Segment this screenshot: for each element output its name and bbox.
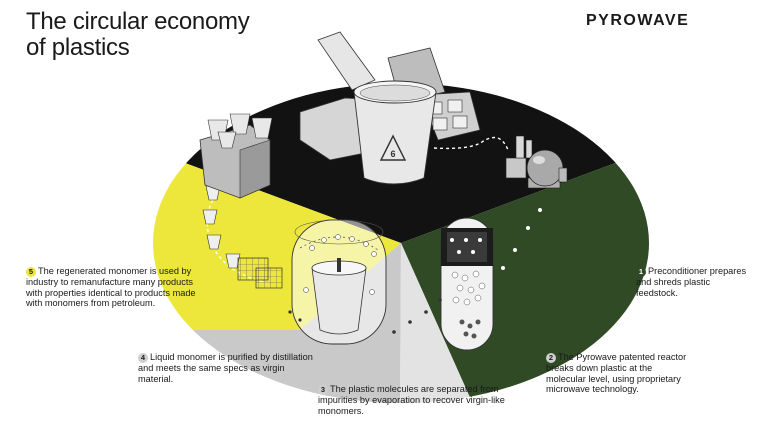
step-2-number: 2 (546, 353, 556, 363)
mesh-baskets-illustration (237, 257, 283, 289)
recycling-code: 6 (390, 149, 395, 159)
step-2-text: The Pyrowave patented reactor breaks dow… (546, 352, 687, 395)
step-5-text: The regenerated monomer is used by indus… (26, 266, 196, 309)
title-line-1: The circular economy (26, 8, 250, 35)
step-4-text: Liquid monomer is purified by distillati… (138, 352, 313, 384)
step-1-number: 1 (636, 267, 646, 277)
page-title: The circular economy of plastics (26, 8, 250, 61)
flow-dots-separation (392, 298, 442, 334)
step-3-text: The plastic molecules are separated from… (318, 384, 505, 416)
step-3-number: 3 (318, 385, 328, 395)
recycled-cups-illustration (202, 185, 241, 269)
distillation-vessel-illustration (291, 219, 387, 345)
plastic-cup-illustration: 6 (353, 80, 437, 185)
flow-path-to-reactor (433, 136, 509, 151)
reactor-column-illustration (440, 217, 494, 351)
step-5-number: 5 (26, 267, 36, 277)
flow-dots-purification (288, 310, 302, 322)
flow-dots-reactor (501, 208, 542, 270)
recycling-triangle-icon (379, 134, 407, 161)
step-1-text: Preconditioner prepares and shreds plast… (636, 266, 747, 298)
step-4-number: 4 (138, 353, 148, 363)
remanufactured-bin-illustration (199, 113, 273, 199)
title-line-2: of plastics (26, 34, 130, 61)
brand-logo: PYROWAVE (586, 12, 690, 29)
reactor-facility-illustration (505, 135, 568, 189)
sector-separation (400, 243, 480, 403)
